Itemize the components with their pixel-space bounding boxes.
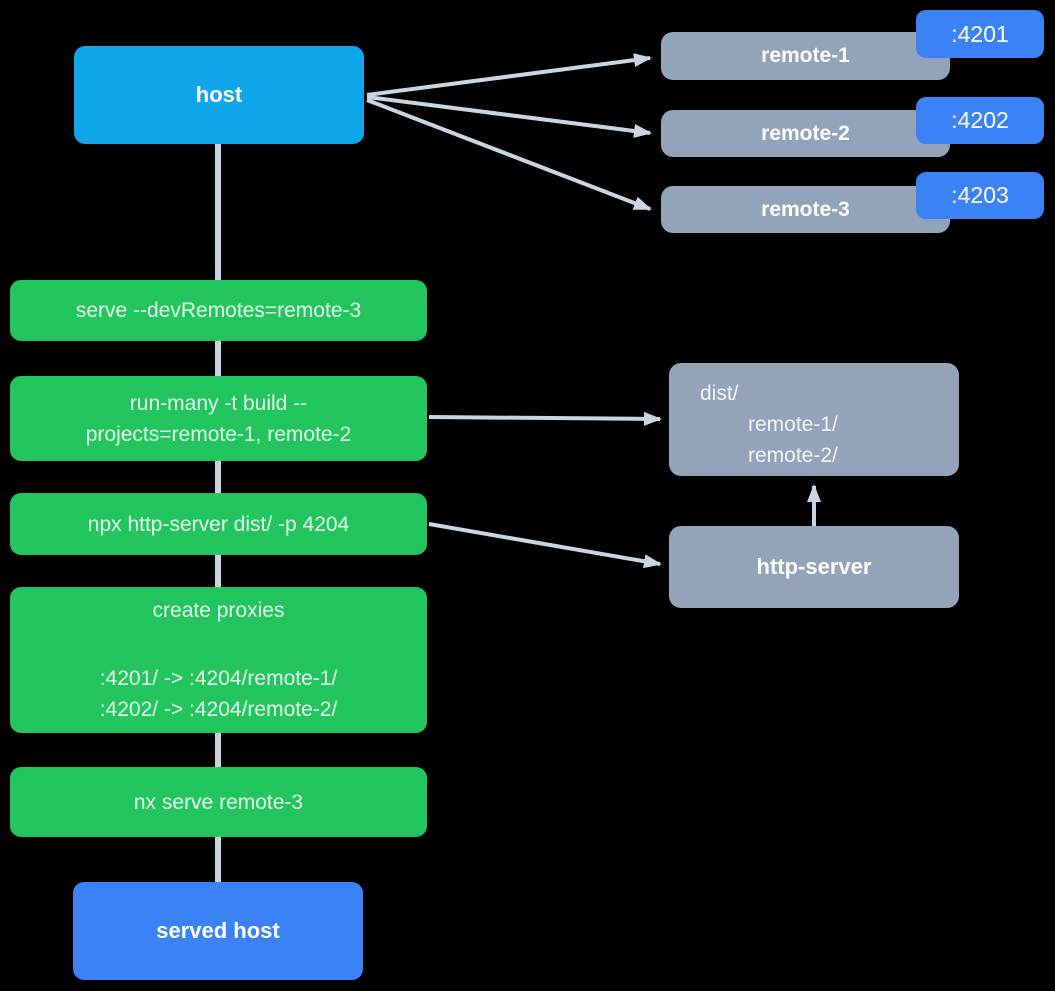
port-badge-4202: :4202	[916, 97, 1044, 144]
node-http-server: http-server	[669, 526, 959, 608]
port-badge-4203: :4203	[916, 172, 1044, 219]
dist-folder-remote-1: remote-1/	[748, 413, 838, 436]
node-dist-folder: dist/ remote-1/ remote-2/	[669, 363, 959, 476]
command-nx-serve-remote-3-text: nx serve remote-3	[133, 790, 304, 814]
port-badge-4203-label: :4203	[951, 182, 1009, 208]
command-create-proxies-rule-2: :4202/ -> :4204/remote-2/	[99, 698, 338, 721]
node-served-host: served host	[73, 882, 363, 980]
dist-folder-root: dist/	[700, 382, 739, 405]
node-host-label: host	[195, 82, 243, 107]
node-http-server-label: http-server	[756, 554, 872, 579]
command-create-proxies-title: create proxies	[152, 599, 285, 622]
command-serve-dev-remotes-text: serve --devRemotes=remote-3	[75, 299, 362, 322]
command-run-many-build: run-many -t build -- projects=remote-1, …	[10, 376, 427, 461]
node-served-host-label: served host	[156, 918, 280, 943]
command-serve-dev-remotes: serve --devRemotes=remote-3	[10, 280, 427, 341]
arrow-host-to-remote-2	[366, 95, 652, 138]
command-create-proxies-rule-1: :4201/ -> :4204/remote-1/	[99, 667, 338, 690]
node-remote-3-label: remote-3	[761, 197, 850, 221]
node-host: host	[74, 46, 364, 144]
arrow-host-to-remote-1	[366, 53, 652, 97]
command-npx-http-server: npx http-server dist/ -p 4204	[10, 493, 427, 555]
arrow-host-to-remote-3	[366, 98, 652, 211]
port-badge-4202-label: :4202	[951, 107, 1009, 133]
node-remote-1: remote-1	[661, 32, 950, 80]
command-run-many-build-line-2: projects=remote-1, remote-2	[85, 422, 352, 446]
port-badge-4201-label: :4201	[951, 20, 1009, 47]
node-remote-1-label: remote-1	[761, 44, 850, 67]
port-badge-4201: :4201	[916, 10, 1044, 58]
arrow-http-server-command-to-http-server	[428, 522, 662, 569]
command-run-many-build-line-1: run-many -t build --	[129, 391, 308, 415]
command-npx-http-server-text: npx http-server dist/ -p 4204	[87, 512, 350, 536]
arrow-run-many-to-dist	[428, 411, 662, 426]
node-remote-3: remote-3	[661, 186, 950, 233]
node-remote-2: remote-2	[661, 110, 950, 157]
command-create-proxies: create proxies :4201/ -> :4204/remote-1/…	[10, 587, 427, 733]
dist-folder-remote-2: remote-2/	[748, 444, 838, 467]
node-remote-2-label: remote-2	[761, 121, 850, 145]
command-nx-serve-remote-3: nx serve remote-3	[10, 767, 427, 837]
